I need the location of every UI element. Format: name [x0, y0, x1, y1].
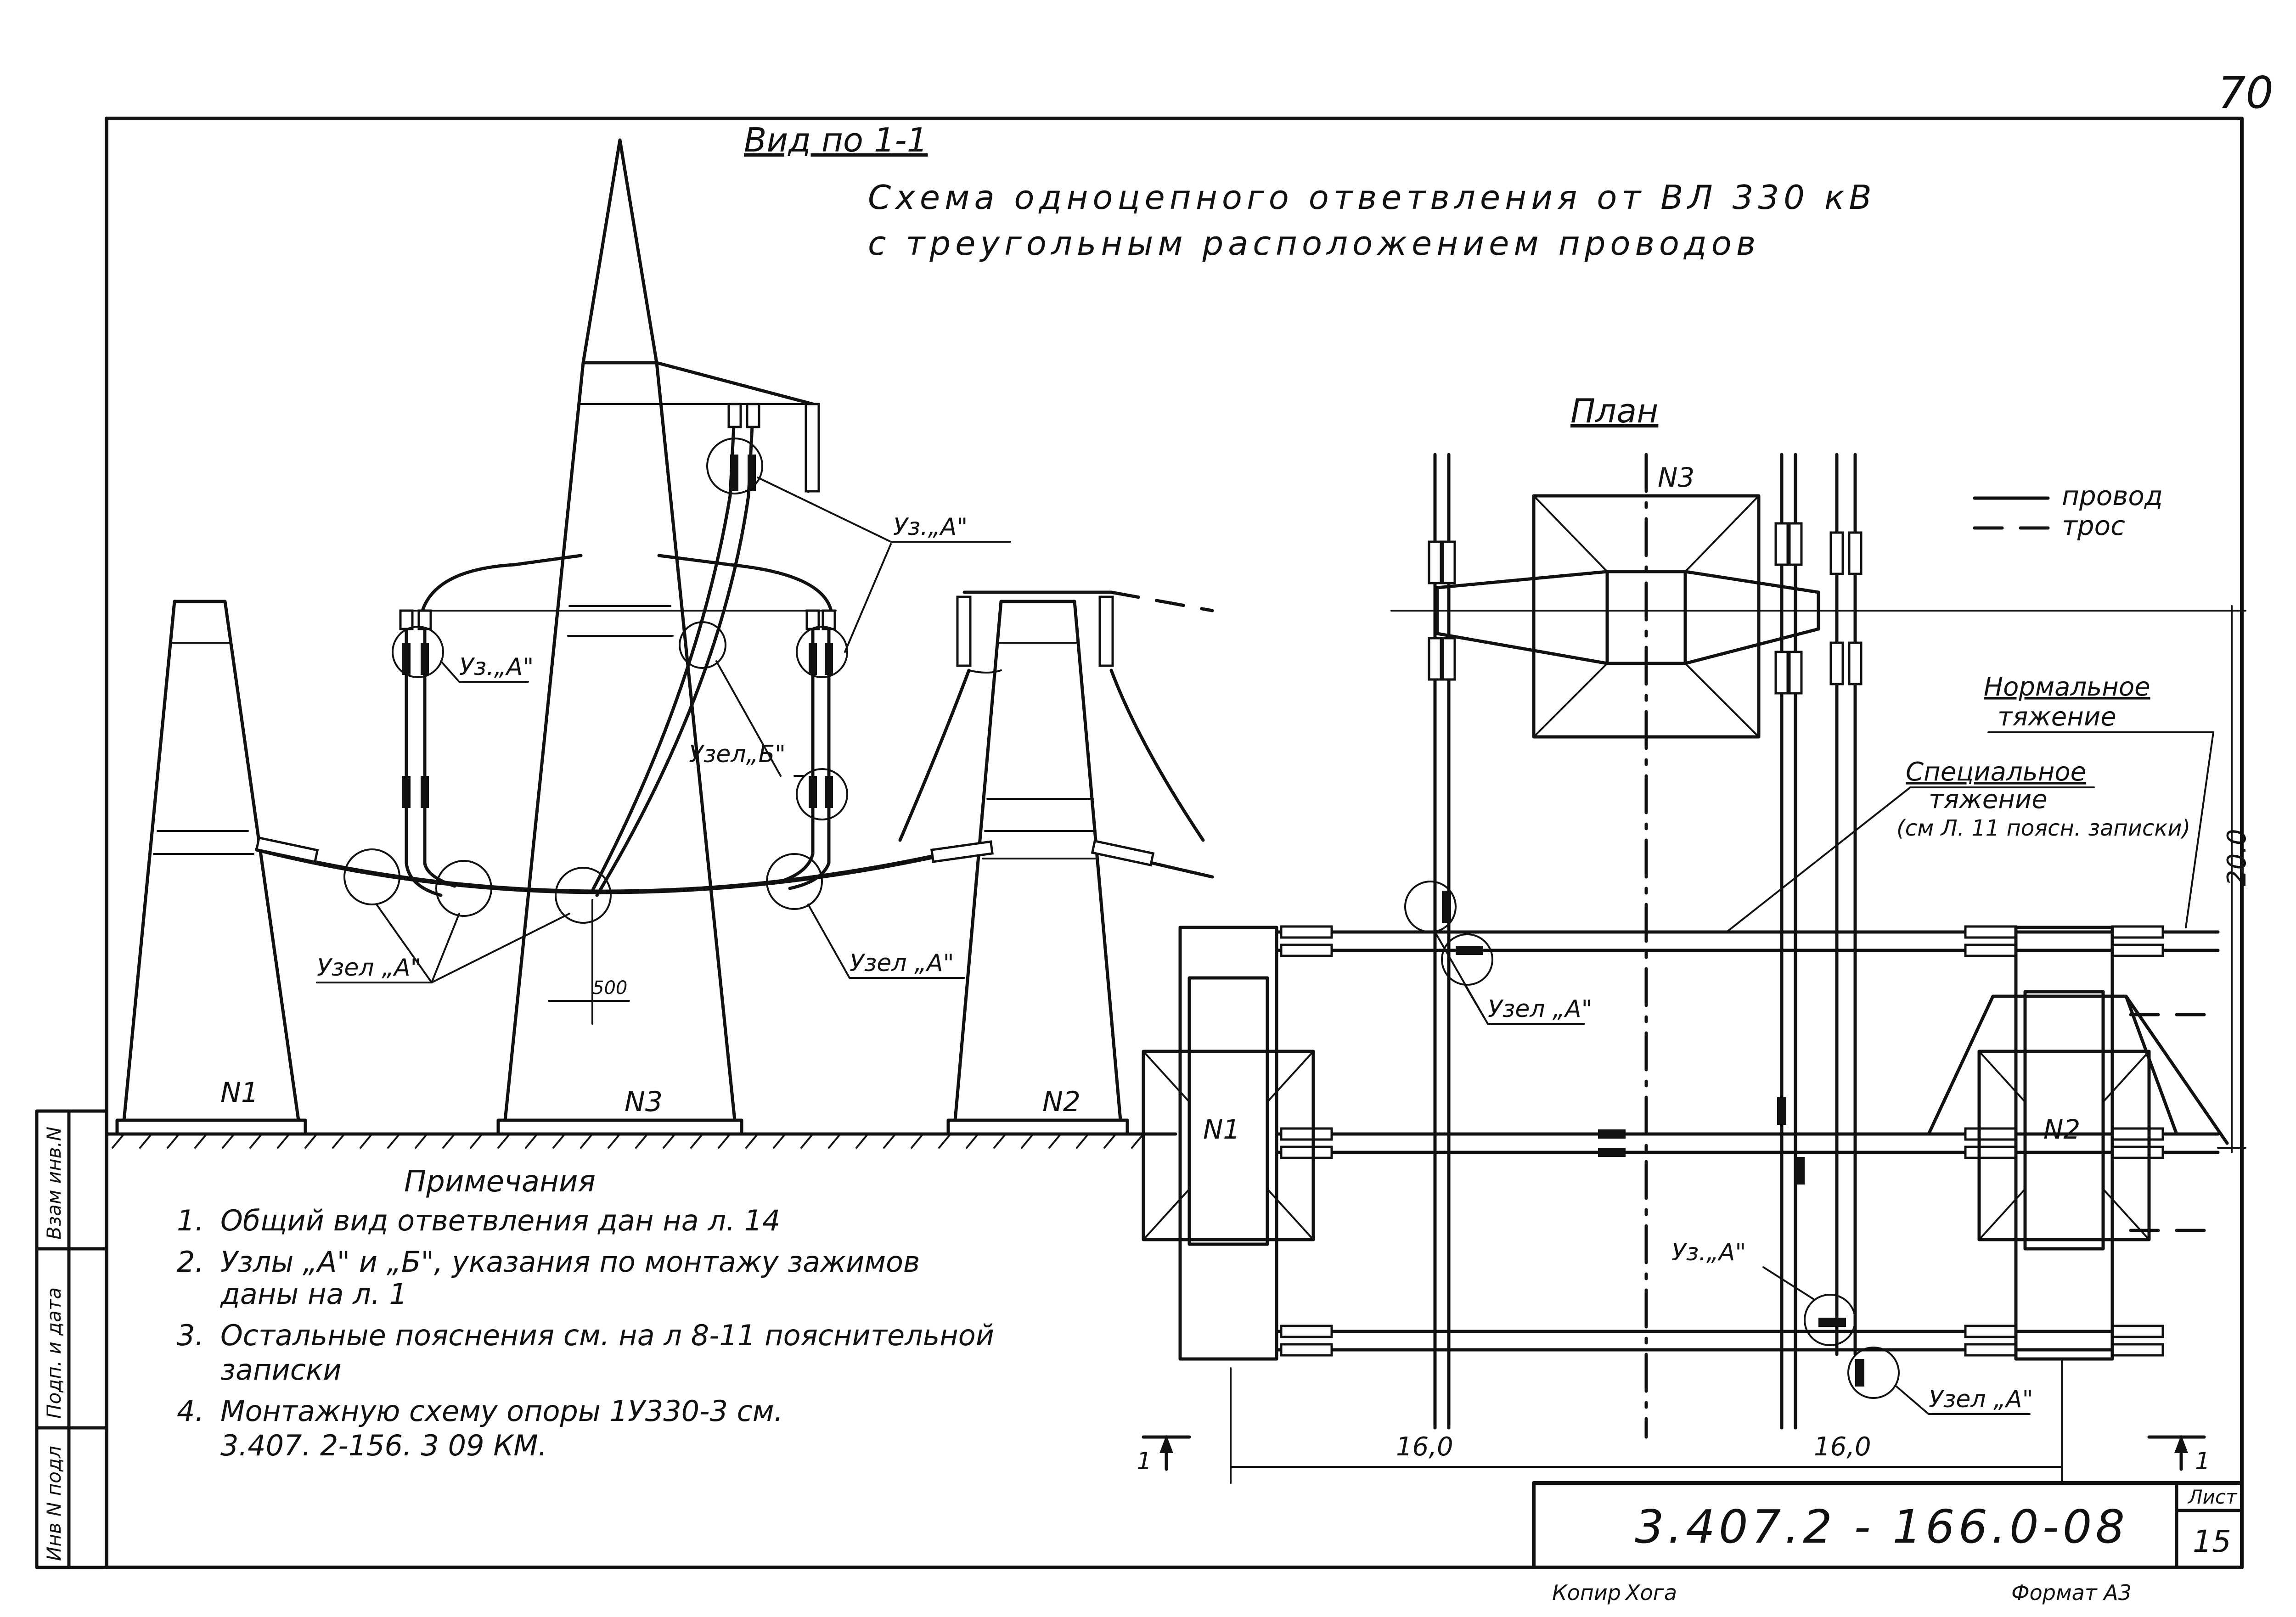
note-1-line-1: Общий вид ответвления дан на л. 14 [220, 1204, 780, 1237]
svg-text:500: 500 [592, 977, 627, 999]
side-stamp: Инв N подл Подп. и дата Взам инв.N [35, 1109, 108, 1569]
tower-n2-label: N2 [1042, 1086, 1080, 1118]
dimension-500: 500 [548, 899, 630, 1025]
plan-n3-label: N3 [1658, 462, 1694, 493]
note-4-line-1: Монтажную схему опоры 1У330-3 см. [220, 1394, 783, 1428]
node-circle [343, 848, 400, 905]
svg-text:4.: 4. [177, 1394, 204, 1428]
special-tension-2: тяжение [1929, 785, 2048, 814]
ground-hatch [112, 1133, 1144, 1149]
label-uz-a-left: Уз.„А" [459, 653, 534, 681]
node-circle [1441, 933, 1493, 986]
node-circle [392, 626, 444, 678]
tower-n1-label: N1 [220, 1077, 259, 1109]
title-block: 3.407.2 - 166.0-08 Лист 15 [1532, 1481, 2244, 1569]
plan-label-uzel-a-top: Узел „А" [1488, 995, 1593, 1023]
dimension-20: 20.0 [2217, 605, 2252, 1153]
footer-copied-sign: Хога [1625, 1580, 1677, 1605]
label-uzel-b: Узел„Б" [689, 741, 786, 768]
plan-label-uzel-a-bottom: Узел „А" [1929, 1386, 2033, 1413]
tower-n3-label: N3 [625, 1086, 663, 1118]
sheet-number: 15 [2193, 1524, 2231, 1559]
plan-conductor-insulators [1280, 891, 2164, 1387]
droppers [405, 403, 831, 897]
plan-vertical-wires [1433, 453, 1857, 1430]
note-3-line-1: Остальные пояснения см. на л 8-11 поясни… [220, 1319, 994, 1352]
node-circle [555, 867, 612, 924]
drawing-code: 3.407.2 - 166.0-08 [1635, 1500, 2128, 1554]
sheet-label: Лист [2187, 1486, 2238, 1508]
node-circle [1847, 1347, 1900, 1399]
view-title: Вид по 1-1 [744, 121, 928, 159]
note-3-line-2: записки [220, 1353, 342, 1387]
plan-wire-insulators [1428, 522, 1863, 695]
node-circle [796, 768, 848, 820]
main-conductor [255, 847, 948, 894]
legend-wire: провод [2062, 480, 2163, 511]
special-tension-1: Специальное [1906, 757, 2086, 787]
svg-text:16,0: 16,0 [1396, 1432, 1453, 1462]
tower-n1-elevation: N1 [115, 600, 307, 1136]
label-uzel-a-bottom-right: Узел „А" [850, 949, 954, 977]
section-mark-right: 1 [2147, 1435, 2210, 1475]
dimension-16: 16,0 16,0 [1230, 1358, 2063, 1484]
note-4-line-2: 3.407. 2-156. 3 09 КМ. [220, 1429, 547, 1462]
node-circle [796, 626, 848, 678]
legend-rope: трос [2062, 510, 2125, 541]
special-tension-3: (см Л. 11 поясн. записки) [1896, 815, 2190, 841]
plan-view: План провод трос N3 [1137, 392, 2252, 1484]
svg-text:1: 1 [1137, 1448, 1152, 1475]
plan-legend: провод трос [1973, 480, 2163, 541]
plan-title: План [1570, 392, 1658, 430]
svg-text:16,0: 16,0 [1814, 1432, 1871, 1462]
plan-n2-label: N2 [2043, 1114, 2080, 1145]
node-circle [435, 860, 492, 917]
node-circle [1804, 1294, 1856, 1346]
svg-text:3.: 3. [177, 1319, 204, 1352]
node-circle [1404, 881, 1457, 933]
stamp-vzam-inv: Взам инв.N [43, 1127, 65, 1240]
svg-text:1.: 1. [177, 1204, 204, 1237]
node-circle [766, 853, 823, 910]
normal-tension-1: Нормальное [1984, 672, 2150, 702]
note-2-line-2: даны на л. 1 [220, 1277, 407, 1311]
plan-n1-label: N1 [1203, 1114, 1240, 1145]
notes-heading: Примечания [404, 1165, 596, 1199]
svg-text:2.: 2. [177, 1245, 204, 1279]
tower-n2-plan: N2 [1927, 926, 2229, 1361]
normal-tension-2: тяжение [1998, 702, 2116, 732]
stamp-inv-podl: Инв N подл [43, 1446, 65, 1561]
svg-text:20.0: 20.0 [2222, 829, 2252, 886]
label-uzel-a-bottom-left: Узел „А" [317, 954, 422, 982]
footer-format: Формат А3 [2011, 1580, 2132, 1605]
plan-label-uz-a-bottom: Уз.„А" [1671, 1239, 1746, 1266]
sheet-frame [105, 117, 2244, 1569]
diagram-title-line1: Схема одноцепного ответвления от ВЛ 330 … [868, 178, 1876, 217]
page-number: 70 [2218, 68, 2273, 118]
tower-n1-plan: N1 [1142, 926, 1315, 1361]
tower-n2-elevation: N2 [898, 590, 1214, 1136]
label-uz-a-top: Уз.„А" [893, 513, 968, 541]
note-2-line-1: Узлы „А" и „Б", указания по монтажу зажи… [220, 1245, 920, 1279]
notes-block: Примечания 1. Общий вид ответвления дан … [177, 1165, 994, 1462]
stamp-podp-data: Подп. и дата [43, 1287, 65, 1419]
node-circle [706, 438, 763, 494]
svg-text:1: 1 [2195, 1448, 2210, 1475]
leader-lines [316, 477, 1011, 983]
insulator [956, 595, 972, 667]
tower-n3-plan: N3 [1435, 462, 1820, 739]
section-mark-left: 1 [1137, 1435, 1191, 1475]
diagram-title-line2: с треугольным расположением проводов [868, 224, 1760, 263]
footer-copied: Копир [1552, 1580, 1621, 1605]
elevation-view: N1 N3 N2 [105, 138, 1214, 1149]
node-circle [679, 621, 726, 669]
insulator [1098, 595, 1114, 667]
